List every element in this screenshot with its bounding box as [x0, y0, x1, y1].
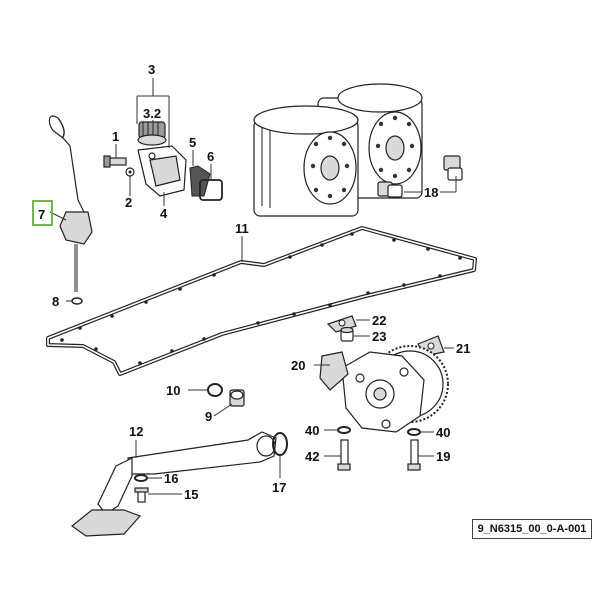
washer-40-left[interactable]: [337, 426, 351, 434]
reference-code-label: 9_N6315_00_0-A-001: [472, 519, 592, 539]
callout-40-right: 40: [436, 425, 450, 440]
plug-18-lower[interactable]: [377, 181, 403, 198]
screw-15[interactable]: [134, 487, 149, 503]
leader-lines: [49, 78, 457, 495]
filler-neck-4[interactable]: [137, 145, 187, 197]
callout-3-2: 3.2: [143, 106, 161, 121]
bolt-19[interactable]: [407, 439, 421, 471]
callout-9: 9: [205, 409, 212, 424]
callout-2: 2: [125, 195, 132, 210]
callout-18: 18: [424, 185, 438, 200]
seal-ring-17[interactable]: [272, 432, 288, 456]
washer-40-right[interactable]: [407, 428, 421, 436]
plug-18-upper[interactable]: [443, 155, 463, 181]
dipstick-assembly[interactable]: [48, 115, 93, 292]
callout-7-highlight: [32, 200, 53, 226]
callout-11: 11: [235, 221, 249, 236]
drain-plug-9[interactable]: [229, 389, 245, 407]
callout-8: 8: [52, 294, 59, 309]
filler-cap-3-2[interactable]: [137, 121, 167, 146]
oil-pump-20[interactable]: [319, 345, 449, 433]
callout-1: 1: [112, 129, 119, 144]
o-ring-8[interactable]: [71, 297, 83, 305]
callout-12: 12: [129, 424, 143, 439]
callout-19: 19: [436, 449, 450, 464]
washer-2[interactable]: [125, 167, 135, 177]
callout-16: 16: [164, 471, 178, 486]
callout-15: 15: [184, 487, 198, 502]
bushing-23[interactable]: [340, 326, 354, 342]
callout-4: 4: [160, 206, 168, 221]
bolt-1[interactable]: [103, 155, 127, 168]
callout-40-left: 40: [305, 423, 319, 438]
oil-pan-gasket-11[interactable]: [46, 226, 477, 376]
callout-3: 3: [148, 62, 155, 77]
callout-20: 20: [291, 358, 305, 373]
callout-23: 23: [372, 329, 386, 344]
callout-21: 21: [456, 341, 470, 356]
suction-pipe-12[interactable]: [71, 431, 277, 537]
callout-17: 17: [272, 480, 286, 495]
callout-5: 5: [189, 135, 196, 150]
callout-6: 6: [207, 149, 214, 164]
callout-labels: 3 3.2 1 2 4 5 6 7 8 11 18 22 23 21 20 10…: [38, 62, 470, 502]
washer-16[interactable]: [134, 474, 148, 482]
callout-10: 10: [166, 383, 180, 398]
bolt-42[interactable]: [337, 439, 351, 471]
seal-ring-10[interactable]: [207, 383, 223, 397]
callout-22: 22: [372, 313, 386, 328]
callout-7: 7: [38, 207, 45, 222]
callout-42: 42: [305, 449, 319, 464]
oil-filter-front[interactable]: [253, 105, 359, 217]
